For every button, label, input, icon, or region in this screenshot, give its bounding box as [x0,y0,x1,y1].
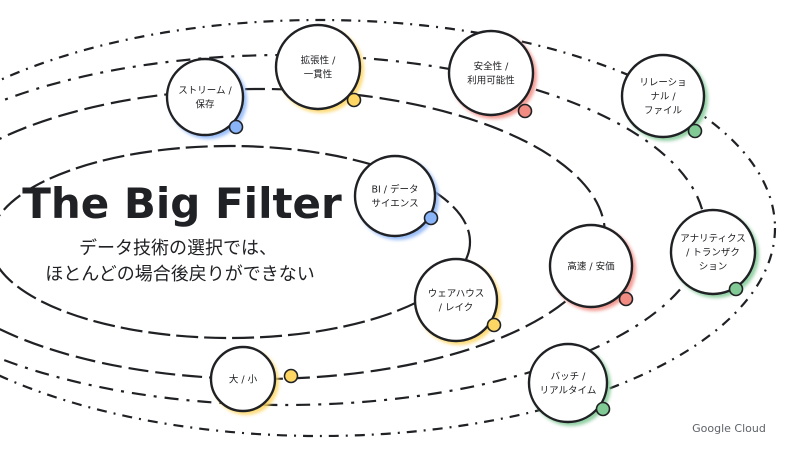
connector-dot [618,291,634,307]
node-scale: 拡張性 / 一貫性 [274,23,364,113]
connector-dot [486,317,502,333]
google-cloud-logo: Google Cloud [692,422,766,435]
node-label: / レイク [439,303,474,314]
connector-dot [423,210,439,226]
node-circle [447,29,535,117]
connector-dot [346,92,362,108]
orbit-4 [0,18,776,438]
node-circle [527,342,609,424]
connector-dot [228,119,244,135]
node-label: リレーショ [639,78,686,89]
node-circle [620,53,706,139]
node-label: 保存 [195,99,215,111]
subtitle-line-1: データ技術の選択では、 [79,238,277,259]
connector-dot [283,368,299,384]
node-label: BI / データ [371,184,418,196]
node-label: バッチ / [551,372,587,383]
node-batch: バッチ / リアルタイム [527,342,611,426]
node-label: アナリティクス [680,234,745,245]
node-label: ファイル [644,106,683,117]
node-label: / トランザク [686,248,740,259]
node-label: リアルタイム [540,386,597,397]
node-warehouse: ウェアハウス / レイク [413,257,502,345]
node-stream: ストリーム / 保存 [165,57,247,139]
node-circle [413,257,499,343]
node-label: 拡張性 / [301,55,337,67]
node-fast: 高速 / 安価 [548,223,636,311]
connector-dot [728,281,744,297]
orbit-1 [0,144,472,340]
orbit-2 [0,87,606,381]
node-label: サイエンス [371,199,418,210]
node-label: 大 / 小 [229,374,258,386]
page-title: The Big Filter [22,179,342,228]
connector-dot [687,123,703,139]
node-circle [165,57,245,137]
node-label: 安全性 / [474,61,510,73]
node-circle [669,208,757,296]
node-label: ション [699,262,728,273]
node-size: 大 / 小 [209,345,299,415]
node-circle [209,345,277,413]
node-label: ナル / [650,92,676,103]
connector-dot [517,103,533,119]
connector-dot [595,401,611,417]
node-circle [274,23,362,111]
node-label: ストリーム / [178,86,232,97]
node-circle [548,223,634,309]
subtitle-line-2: ほとんどの場合後戻りができない [45,264,314,285]
node-secure: 安全性 / 利用可能性 [447,29,537,119]
node-label: 高速 / 安価 [567,261,615,273]
node-label: ウェアハウス [428,289,485,300]
node-circle [353,154,437,238]
node-label: 利用可能性 [467,75,515,87]
node-label: 一貫性 [304,69,333,81]
